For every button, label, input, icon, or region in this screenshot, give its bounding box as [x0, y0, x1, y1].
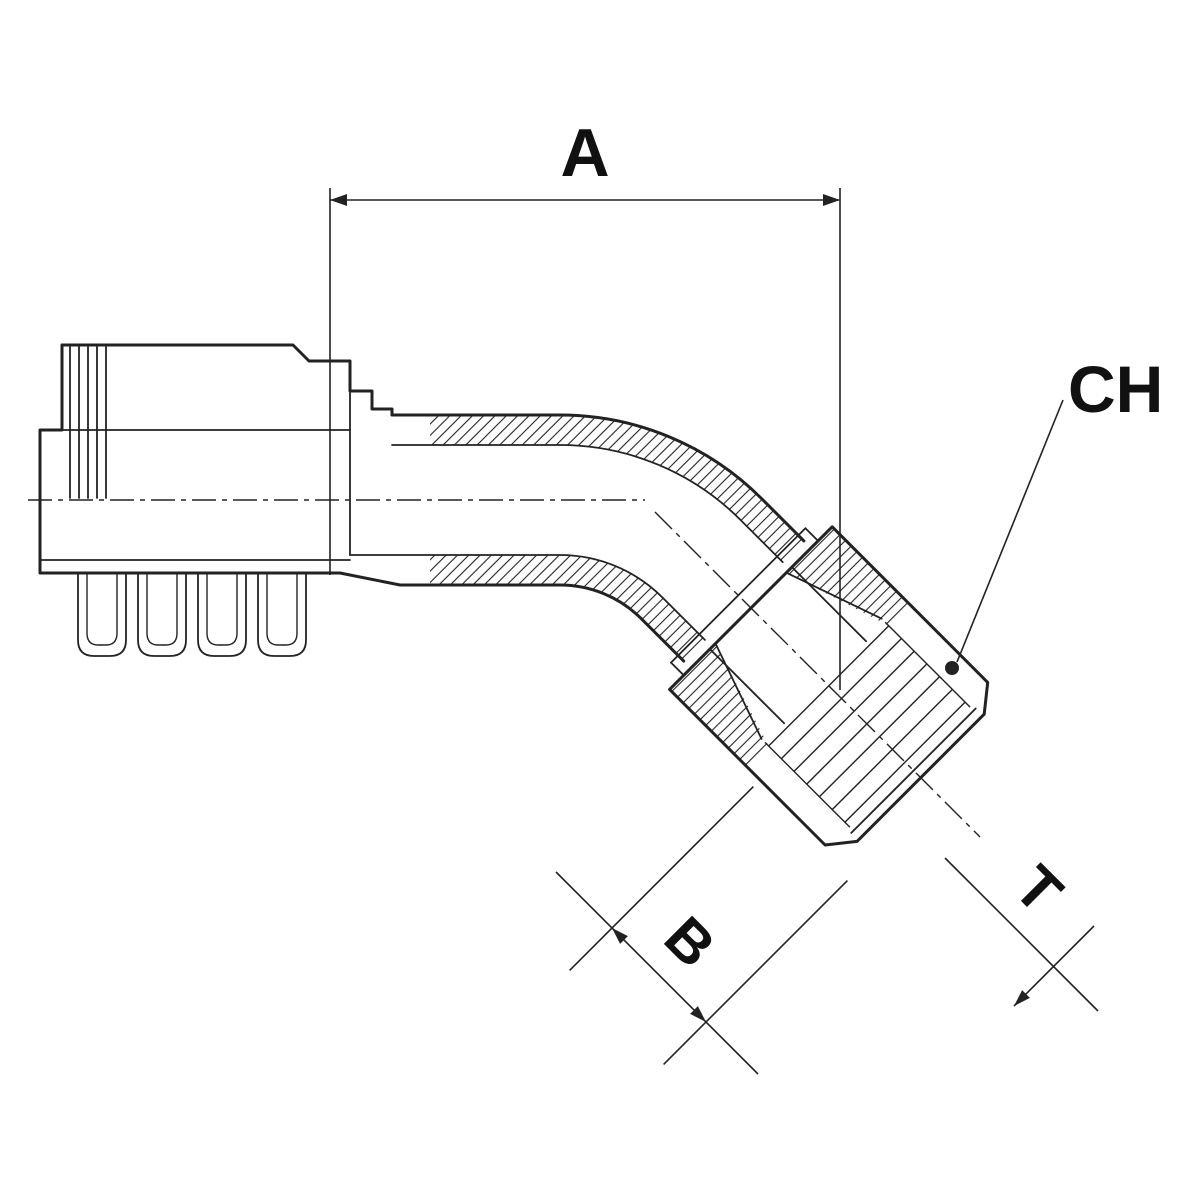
tube-upper-wall-hatch: [430, 415, 804, 563]
ch-leader-line: [956, 399, 1064, 663]
dimension-a: A: [329, 115, 841, 690]
shell-serrations: [69, 346, 107, 499]
hex-flat-edge-lower: [709, 648, 785, 725]
dimension-t: T: [944, 853, 1099, 1012]
dim-b-extension-1: [569, 786, 754, 971]
dim-a-arrow-left: [330, 194, 347, 206]
tube-inner-bottom: [349, 554, 706, 641]
dim-t-label: T: [1002, 853, 1075, 926]
dim-a-arrow-right: [823, 194, 840, 206]
seat-cone-lower: [714, 642, 763, 740]
centerline-outlet-45: [654, 511, 981, 838]
tube-outer-top: [390, 413, 806, 543]
nut-lower-wall-hatch: [669, 643, 769, 768]
swivel-nut: [668, 525, 990, 847]
shell-outline-top: [60, 343, 394, 417]
dim-b-extension-2: [663, 880, 848, 1065]
nut-upper-wall-hatch: [786, 526, 910, 626]
nut-outline: [668, 525, 990, 847]
tube-outer-bottom: [338, 571, 686, 663]
dim-b-arrow-1: [612, 928, 628, 944]
nut-end-chamfer-edge: [850, 707, 977, 834]
dim-b-arrow-2: [690, 1006, 706, 1022]
dim-b-line: [555, 871, 759, 1075]
seat-cone-upper: [785, 571, 883, 620]
ch-reference-dot: [945, 661, 959, 675]
dim-t-leader: [1013, 925, 1095, 1007]
dim-t-arrow: [1014, 990, 1030, 1006]
dim-t-extension: [944, 857, 1099, 1012]
fitting-drawing: [28, 343, 990, 847]
callout-ch: CH: [945, 352, 1163, 675]
thread-lines: [764, 621, 971, 828]
hex-flat-edge-upper: [791, 566, 867, 643]
tube-inner-top: [391, 444, 784, 563]
tube-lower-wall-hatch: [430, 555, 705, 662]
tube-bend: [338, 413, 806, 663]
shell-outline-left: [38, 343, 342, 575]
crimp-teeth: [77, 573, 307, 657]
dimension-b: B: [555, 786, 848, 1075]
ch-label: CH: [1068, 352, 1163, 426]
dim-b-label: B: [652, 904, 728, 980]
dim-a-label: A: [560, 115, 609, 191]
